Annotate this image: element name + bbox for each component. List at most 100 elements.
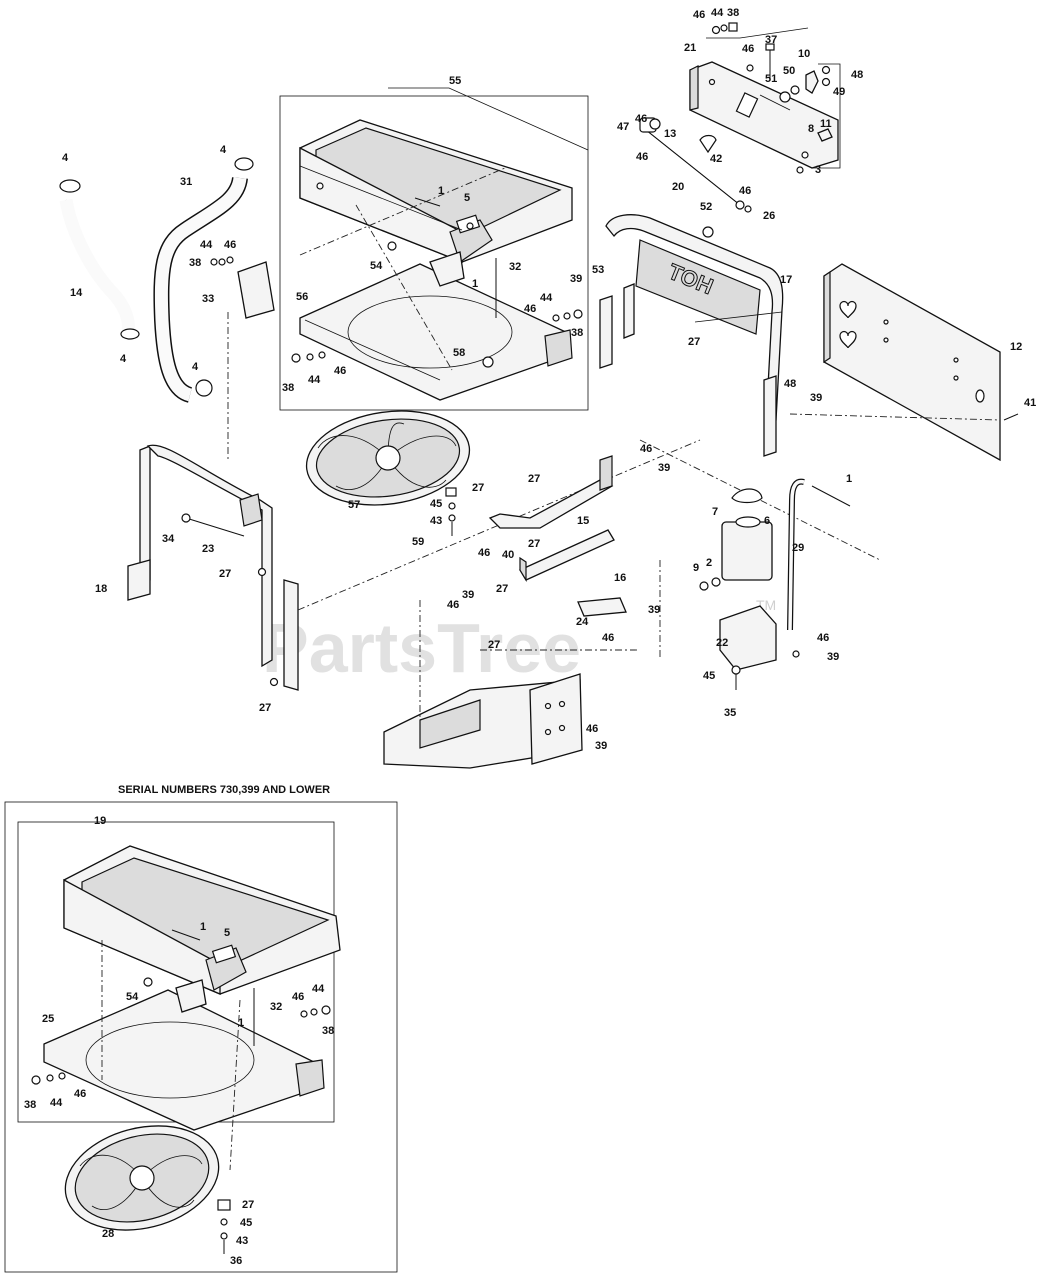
bracket-33 (210, 256, 275, 319)
callout-46: 46 (292, 991, 304, 1003)
callout-46: 46 (478, 547, 490, 559)
callout-54: 54 (126, 991, 139, 1003)
hw-45-43-59 (445, 487, 457, 536)
callout-39: 39 (570, 273, 582, 285)
callout-24: 24 (576, 616, 589, 628)
rod-20 (639, 117, 752, 213)
callout-28: 28 (102, 1228, 114, 1240)
callout-8: 8 (808, 123, 814, 135)
callout-27: 27 (528, 538, 540, 550)
callout-38: 38 (189, 257, 201, 269)
clip-42 (699, 134, 717, 154)
fan-28 (64, 1125, 220, 1231)
callout-27: 27 (488, 639, 500, 651)
callout-38: 38 (24, 1099, 36, 1111)
callout-43: 43 (236, 1235, 248, 1247)
frame-18 (127, 444, 299, 691)
callout-25: 25 (42, 1013, 54, 1025)
callout-38: 38 (571, 327, 583, 339)
radiator-19 (63, 845, 341, 995)
bracket-plate-21 (689, 61, 839, 169)
shroud-56 (299, 251, 573, 401)
callout-52: 52 (700, 201, 712, 213)
callout-36: 36 (230, 1255, 242, 1267)
callout-45: 45 (703, 670, 715, 682)
bracket-16 (519, 529, 615, 583)
callout-48: 48 (784, 378, 796, 390)
callout-27: 27 (242, 1199, 254, 1211)
radiator-assembly-box (279, 95, 589, 411)
callout-1: 1 (238, 1017, 244, 1029)
callout-44: 44 (50, 1097, 63, 1109)
callout-49: 49 (833, 86, 845, 98)
callout-39: 39 (462, 589, 474, 601)
callout-50: 50 (783, 65, 795, 77)
callout-32: 32 (509, 261, 521, 273)
panel-12 (823, 263, 1019, 462)
callout-46: 46 (635, 113, 647, 125)
callout-55: 55 (449, 75, 461, 87)
callout-5: 5 (224, 927, 230, 939)
callout-16: 16 (614, 572, 626, 584)
callout-9: 9 (693, 562, 699, 574)
callout-23: 23 (202, 543, 214, 555)
callout-4: 4 (220, 144, 227, 156)
callout-57: 57 (348, 499, 360, 511)
callout-6: 6 (764, 515, 770, 527)
callout-39: 39 (595, 740, 607, 752)
callout-27: 27 (528, 473, 540, 485)
callout-44: 44 (308, 374, 321, 386)
callout-46: 46 (739, 185, 751, 197)
frame-base (383, 673, 583, 769)
callout-46: 46 (742, 43, 754, 55)
callout-46: 46 (447, 599, 459, 611)
callout-54: 54 (370, 260, 383, 272)
callout-17: 17 (780, 274, 792, 286)
callout-10: 10 (798, 48, 810, 60)
callout-39: 39 (648, 604, 660, 616)
callout-39: 39 (827, 651, 839, 663)
callout-48: 48 (851, 69, 863, 81)
callout-20: 20 (672, 181, 684, 193)
callout-46: 46 (334, 365, 346, 377)
shroud-25 (43, 979, 325, 1131)
callout-27: 27 (496, 583, 508, 595)
callout-27: 27 (688, 336, 700, 348)
callout-46: 46 (524, 303, 536, 315)
callout-4: 4 (120, 353, 127, 365)
callout-56: 56 (296, 291, 308, 303)
callout-27: 27 (472, 482, 484, 494)
callout-59: 59 (412, 536, 424, 548)
callout-43: 43 (430, 515, 442, 527)
callout-35: 35 (724, 707, 736, 719)
callout-47: 47 (617, 121, 629, 133)
callout-44: 44 (200, 239, 213, 251)
callout-46: 46 (636, 151, 648, 163)
callout-26: 26 (763, 210, 775, 222)
callout-4: 4 (62, 152, 69, 164)
callout-41: 41 (1024, 397, 1036, 409)
callout-15: 15 (577, 515, 589, 527)
callout-39: 39 (810, 392, 822, 404)
hose-14 (59, 179, 140, 340)
callout-45: 45 (430, 498, 442, 510)
callout-58: 58 (453, 347, 465, 359)
callout-44: 44 (711, 7, 724, 19)
serial-caption: SERIAL NUMBERS 730,399 AND LOWER (118, 784, 330, 796)
fan-57 (305, 410, 471, 506)
callout-14: 14 (70, 287, 83, 299)
callout-12: 12 (1010, 341, 1022, 353)
callout-45: 45 (240, 1217, 252, 1229)
callout-39: 39 (658, 462, 670, 474)
callout-38: 38 (727, 7, 739, 19)
callout-46: 46 (224, 239, 236, 251)
radiator-5 (299, 119, 573, 263)
callout-46: 46 (817, 632, 829, 644)
callout-46: 46 (74, 1088, 86, 1100)
callout-1: 1 (200, 921, 206, 933)
callout-7: 7 (712, 506, 718, 518)
reservoir-6 (699, 488, 773, 591)
callout-51: 51 (765, 73, 777, 85)
callout-1: 1 (438, 185, 444, 197)
